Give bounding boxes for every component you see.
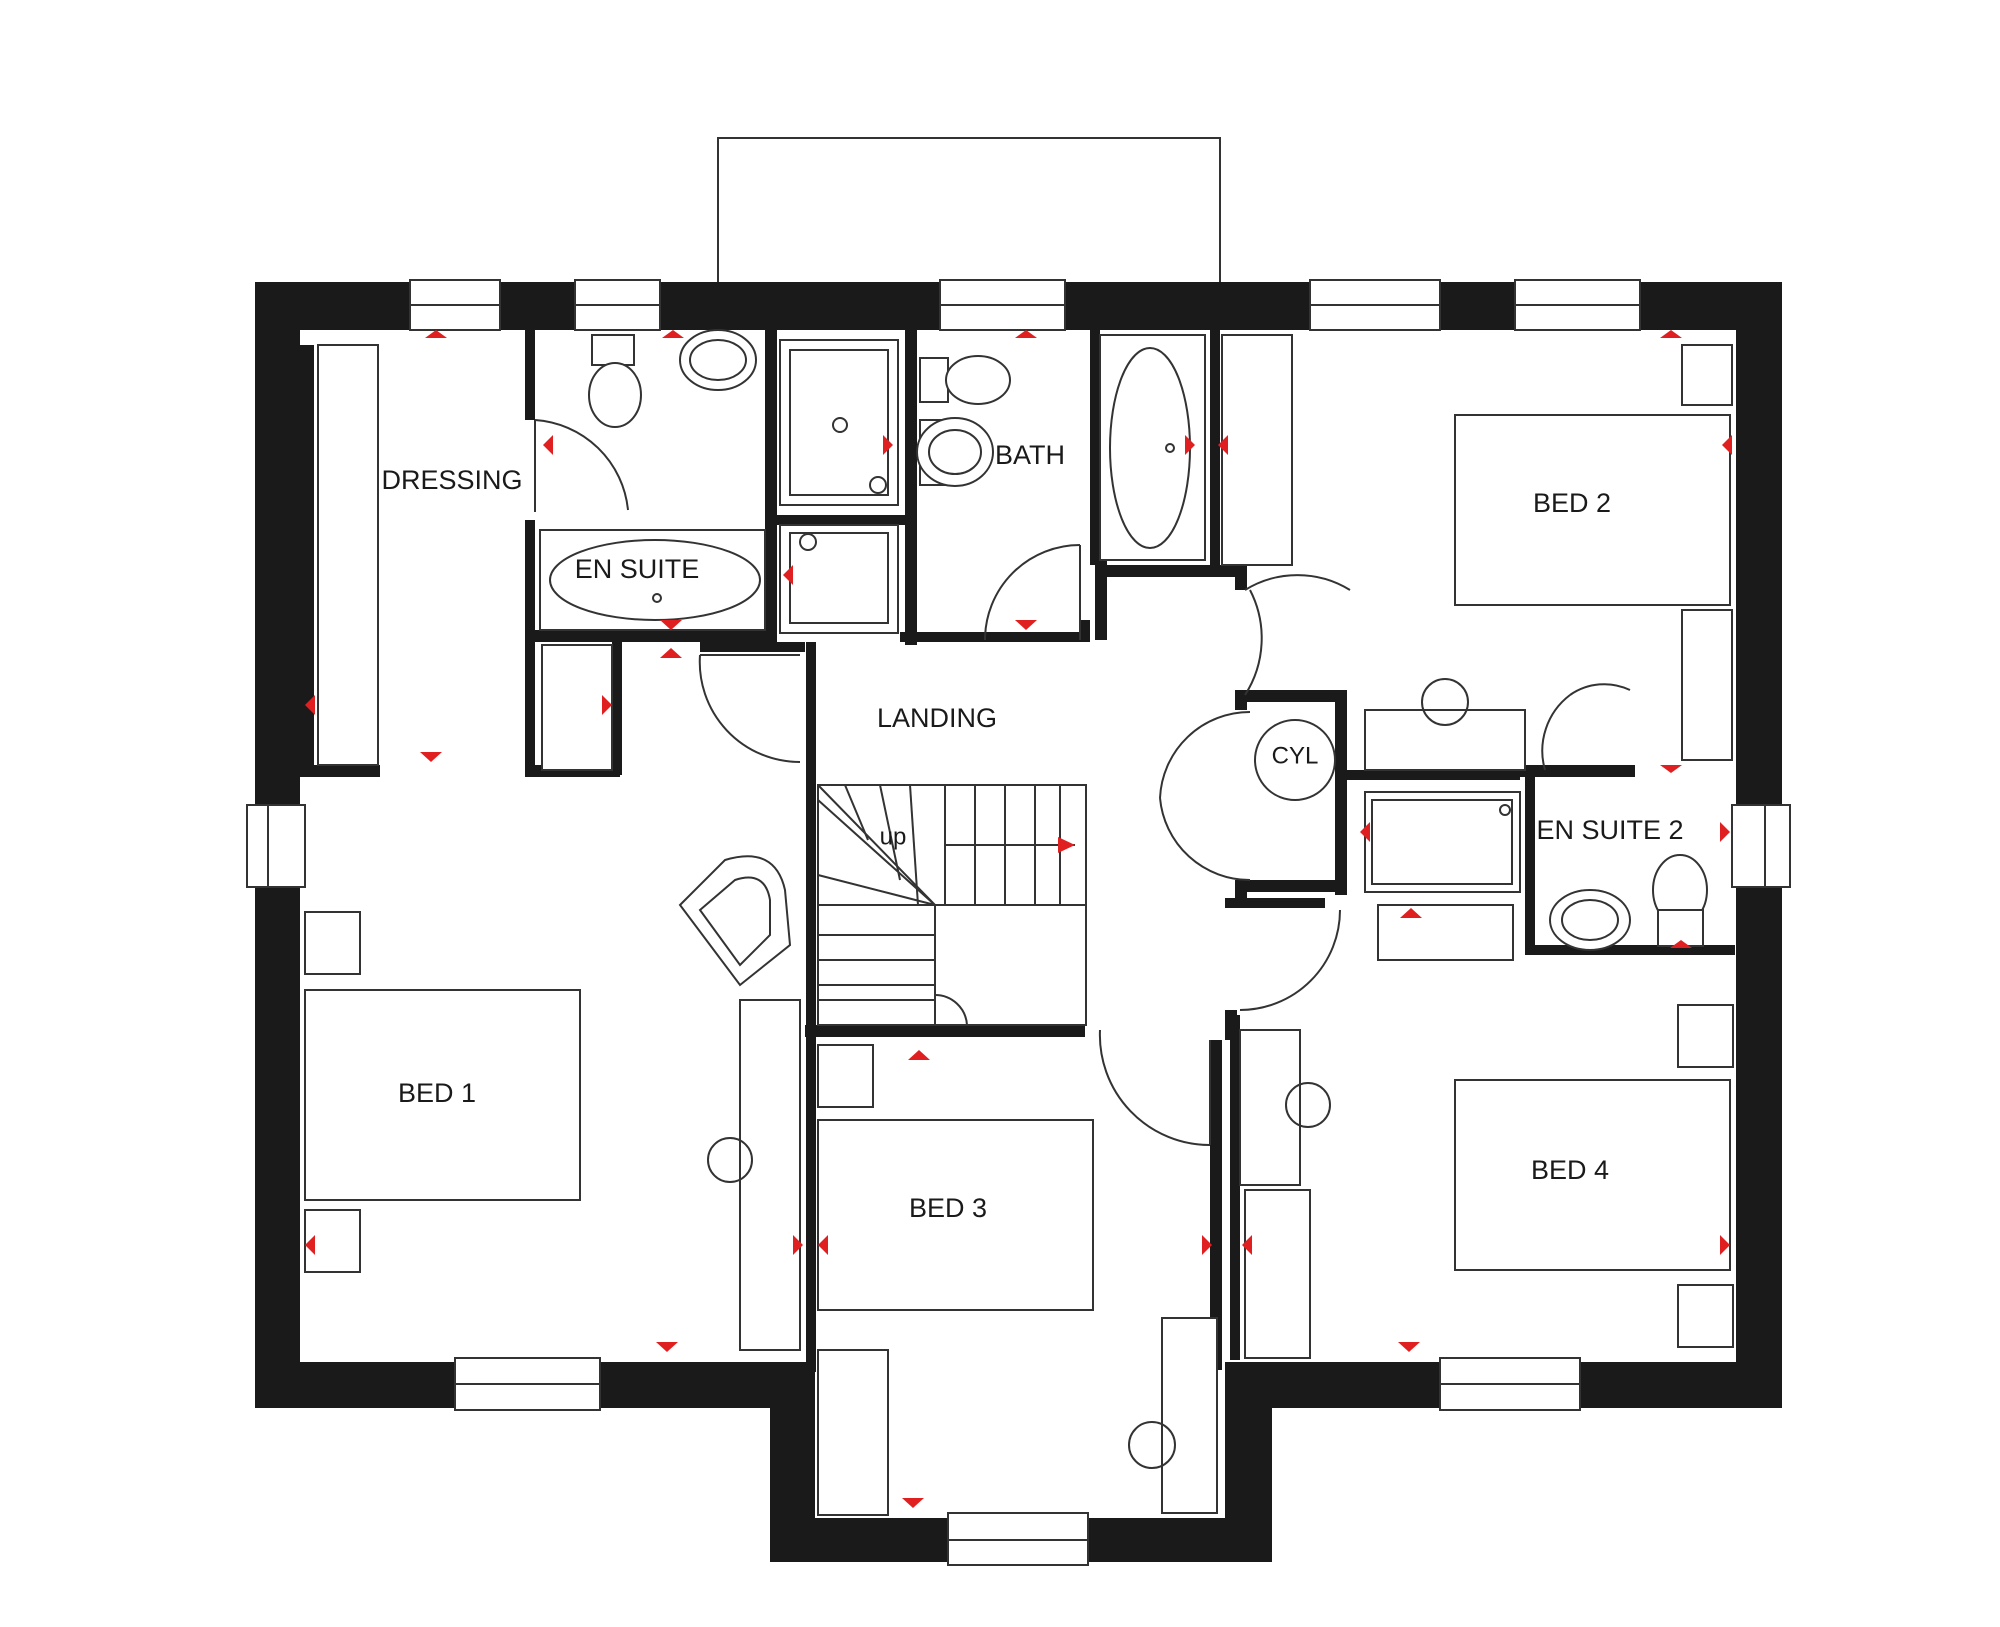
label-stairs-up: up — [880, 823, 907, 850]
balcony-outline — [717, 137, 1221, 287]
label-bed-3: BED 3 — [909, 1193, 987, 1223]
label-en-suite-2: EN SUITE 2 — [1536, 815, 1683, 845]
label-en-suite: EN SUITE — [575, 554, 700, 584]
label-bath: BATH — [995, 440, 1065, 470]
label-bed-4: BED 4 — [1531, 1155, 1609, 1185]
label-cyl: CYL — [1272, 742, 1319, 769]
label-bed-2: BED 2 — [1533, 488, 1611, 518]
label-bed-1: BED 1 — [398, 1078, 476, 1108]
internal-walls — [300, 330, 1735, 1372]
label-landing: LANDING — [877, 703, 997, 733]
label-dressing: DRESSING — [381, 465, 522, 495]
red-markers — [305, 330, 1732, 1508]
fixtures — [304, 329, 1734, 1516]
doors — [534, 419, 1631, 1147]
windows — [246, 279, 1791, 1566]
